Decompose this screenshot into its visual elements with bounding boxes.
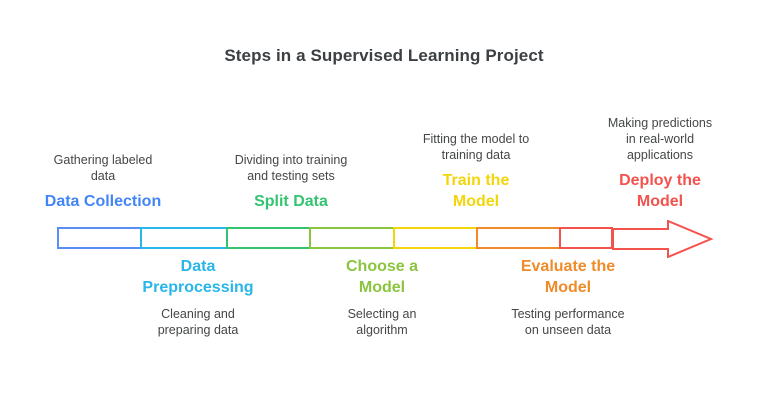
step-description-data-collection: Gathering labeled data xyxy=(53,153,153,183)
step-name-data-collection: Data Collection xyxy=(44,193,162,210)
step-description-split-data: Dividing into training and testing sets xyxy=(234,153,348,183)
timeline-segments xyxy=(57,227,614,249)
step-name-deploy-the-model: Deploy the Model xyxy=(619,172,701,210)
step-description-train-the-model: Fitting the model to training data xyxy=(422,132,530,162)
step-description-choose-a-model: Selecting an algorithm xyxy=(347,307,417,337)
step-description-data-preprocessing: Cleaning and preparing data xyxy=(157,307,239,337)
arrowhead-icon xyxy=(612,220,714,258)
step-label-deploy-the-model: Making predictions in real-world applica… xyxy=(576,115,744,212)
step-name-evaluate-the-model: Evaluate the Model xyxy=(520,258,616,296)
step-name-split-data: Split Data xyxy=(254,193,328,210)
step-name-data-preprocessing: Data Preprocessing xyxy=(142,258,254,296)
step-description-evaluate-the-model: Testing performance on unseen data xyxy=(511,307,625,337)
step-name-train-the-model: Train the Model xyxy=(442,172,510,210)
timeline-arrow xyxy=(0,220,768,258)
step-name-choose-a-model: Choose a Model xyxy=(345,258,418,296)
step-description-deploy-the-model: Making predictions in real-world applica… xyxy=(607,116,713,162)
page-title: Steps in a Supervised Learning Project xyxy=(224,46,544,65)
